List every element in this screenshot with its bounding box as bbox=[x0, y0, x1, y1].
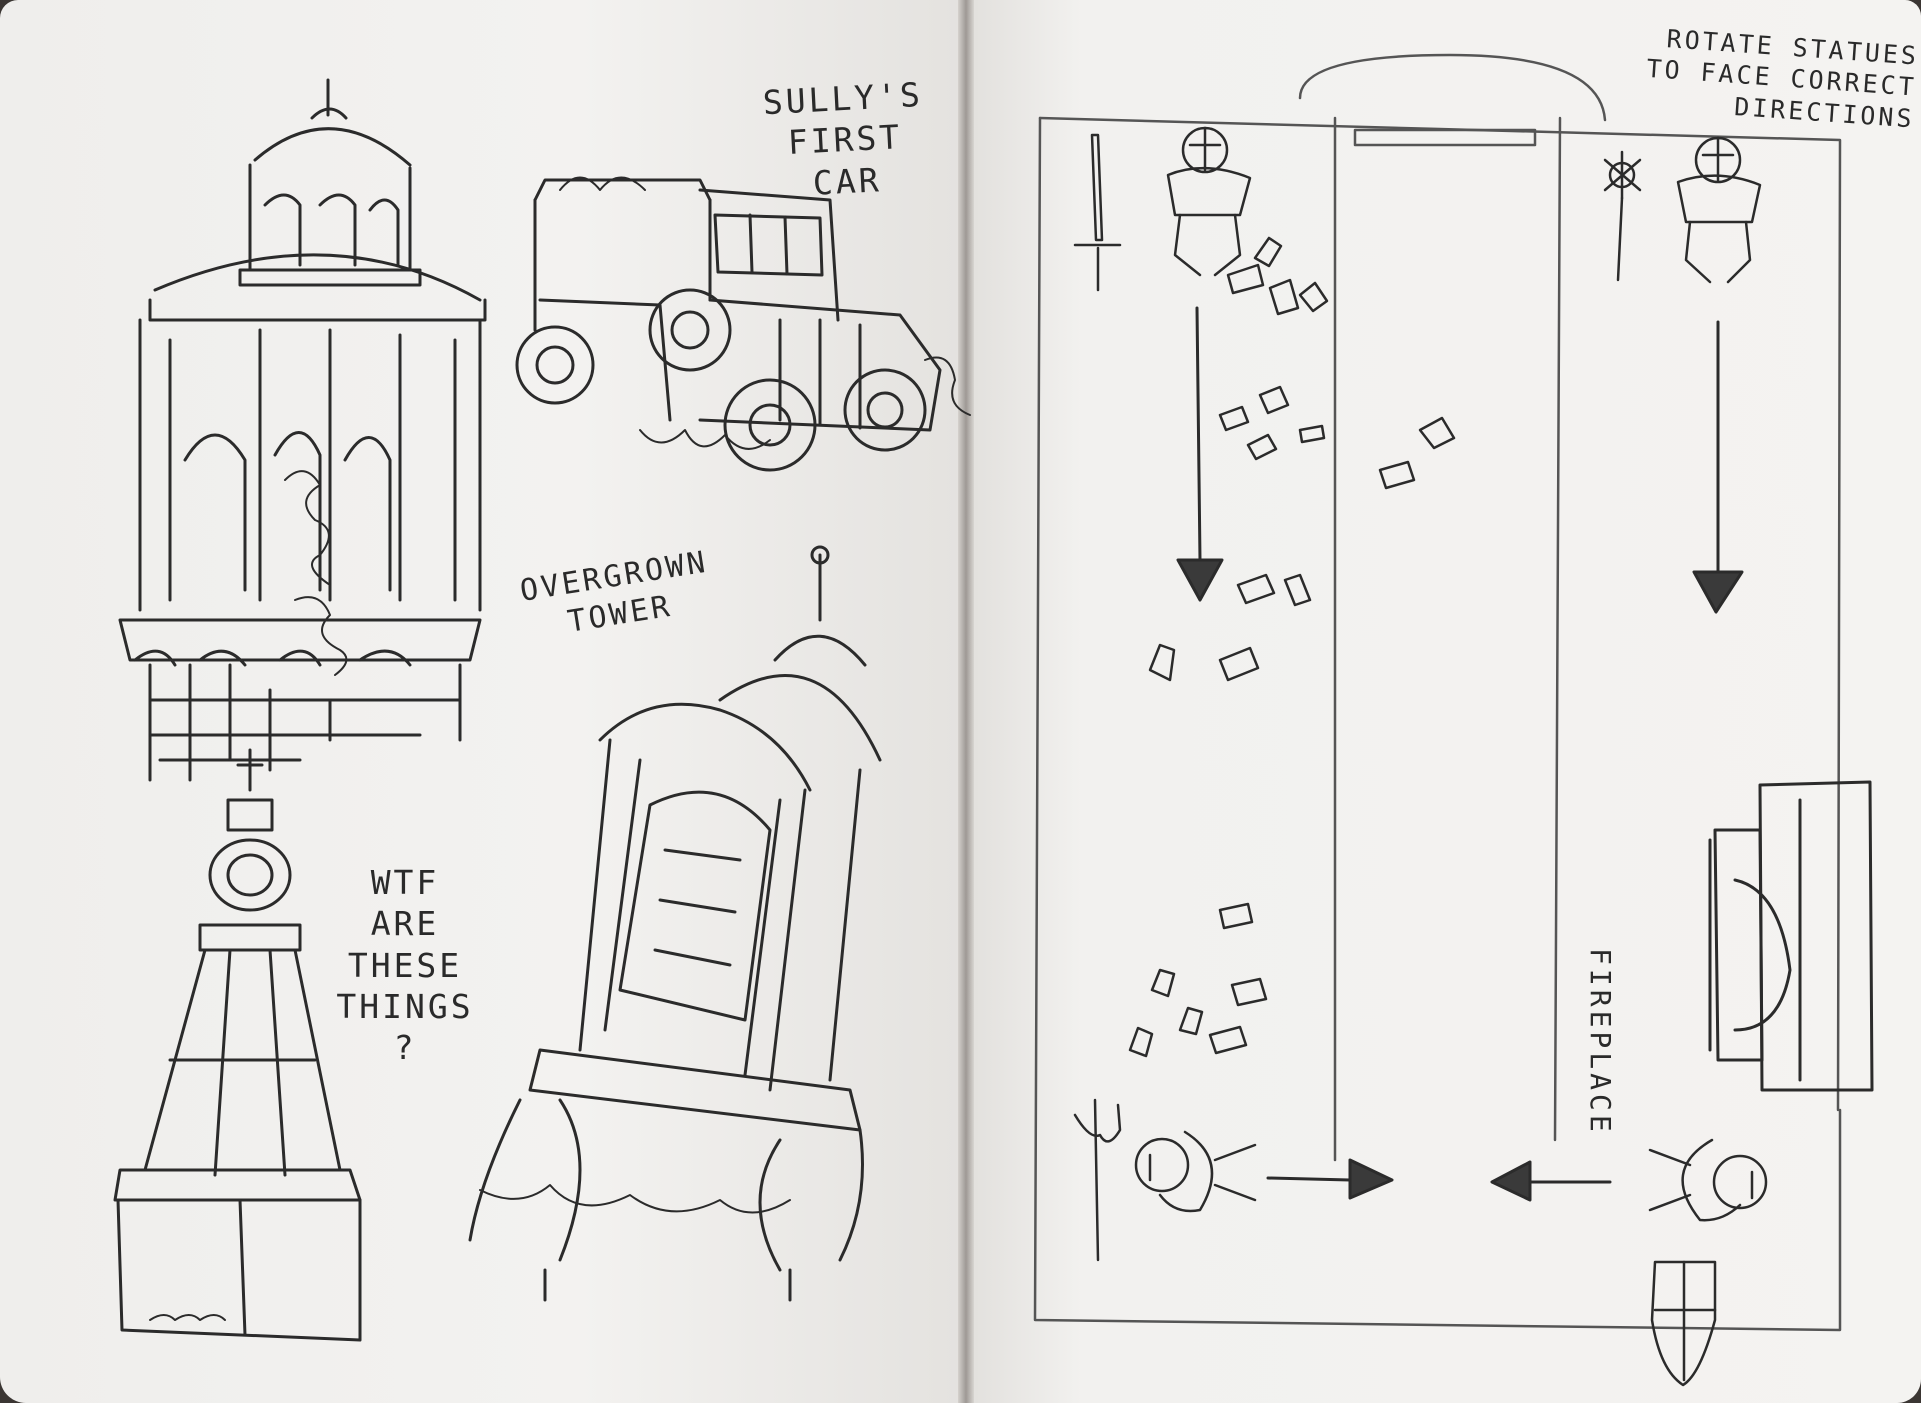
direction-arrows bbox=[1176, 306, 1744, 1202]
car-label: SULLY'S FIRST CAR bbox=[761, 74, 924, 203]
dome-building-sketch bbox=[118, 78, 487, 782]
obelisk-sketch bbox=[113, 748, 362, 1342]
arrow-icon bbox=[1195, 306, 1202, 562]
book-gutter bbox=[958, 0, 974, 1403]
knight-statue-icon bbox=[1134, 1130, 1257, 1213]
axe-icon bbox=[1073, 1098, 1122, 1262]
room-floorplan bbox=[1033, 53, 1842, 1332]
mace-icon bbox=[1603, 150, 1642, 282]
knight-statue-icon bbox=[1648, 1138, 1768, 1222]
sword-icon bbox=[1073, 133, 1122, 292]
knight-statue-icon bbox=[1676, 136, 1762, 284]
vintage-car-sketch bbox=[515, 176, 971, 472]
rubble-debris bbox=[1128, 236, 1456, 1058]
fireplace-sketch bbox=[1708, 780, 1874, 1092]
question-label: WTF ARE THESE THINGS ? bbox=[336, 863, 474, 1067]
knight-statue-icon bbox=[1166, 126, 1252, 277]
ornate-cabinet-sketch bbox=[468, 545, 882, 1302]
arrow-icon bbox=[1266, 1176, 1352, 1182]
shield-icon bbox=[1650, 1260, 1717, 1387]
fireplace-label: FIREPLACE bbox=[1584, 948, 1617, 1136]
